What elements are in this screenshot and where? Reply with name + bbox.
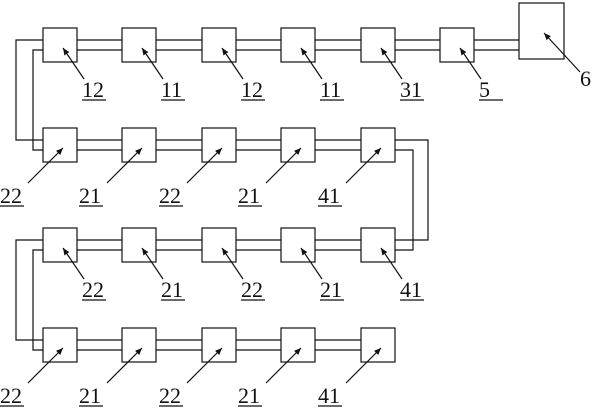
- leader-r3-c5: [380, 247, 403, 280]
- callout-label-r3-c4: 21: [320, 277, 342, 302]
- leader-r2-c4: [265, 147, 302, 184]
- unit-box-r1-c5: [360, 27, 396, 63]
- unit-box-r2-c2: [121, 127, 157, 163]
- unit-box-r1-c4: [280, 27, 316, 63]
- leader-r4-c4: [265, 347, 302, 384]
- leader-r4-c2: [106, 347, 143, 384]
- callout-label-r1-c1: 12: [82, 77, 104, 102]
- unit-box-r4-c4: [280, 327, 316, 363]
- unit-box-r3-c1: [42, 227, 78, 263]
- callout-label-r2-c4: 21: [238, 183, 260, 208]
- callout-label-r1-c5: 31: [400, 77, 422, 102]
- callout-label-r1-c6: 5: [479, 77, 490, 102]
- units: [42, 2, 565, 363]
- unit-box-r2-c5: [360, 127, 396, 163]
- pipe-left-outer-3: [15, 239, 43, 341]
- leader-r1-c4: [300, 47, 323, 80]
- leader-r3-c3: [221, 247, 244, 280]
- callout-label-r3-c3: 22: [241, 277, 263, 302]
- callout-label-r2-c1: 22: [0, 183, 22, 208]
- unit-box-r1-c2: [121, 27, 157, 63]
- unit-box-r4-c3: [201, 327, 237, 363]
- leader-r2-c1: [27, 147, 64, 184]
- leader-r1-c6: [459, 47, 482, 80]
- unit-box-r2-c3: [201, 127, 237, 163]
- unit-box-r2-c4: [280, 127, 316, 163]
- unit-box-r2-c1: [42, 127, 78, 163]
- leader-r2-c2: [106, 147, 143, 184]
- leader-r2-c3: [186, 147, 223, 184]
- pipe-left-inner-3: [32, 249, 43, 351]
- callout-label-r2-c3: 22: [159, 183, 181, 208]
- leader-r2-c5: [345, 147, 382, 184]
- unit-box-r3-c2: [121, 227, 157, 263]
- leader-r3-c4: [300, 247, 323, 280]
- leader-r1-c1: [62, 47, 85, 80]
- leader-r1-c2: [141, 47, 164, 80]
- unit-box-r1-c1: [42, 27, 78, 63]
- callout-label-r1-c2: 11: [161, 77, 182, 102]
- leader-r4-c5: [345, 347, 382, 384]
- unit-box-r3-c3: [201, 227, 237, 263]
- unit-box-r3-c4: [280, 227, 316, 263]
- leader-6: [543, 32, 581, 73]
- callout-label-r4-c5: 41: [318, 383, 340, 408]
- callout-label-r4-c3: 22: [159, 383, 181, 408]
- pipe-right-outer-2: [395, 139, 429, 241]
- leader-r1-c5: [380, 47, 403, 80]
- pipe-left-outer-1: [15, 39, 43, 141]
- callout-label-r3-c2: 21: [161, 277, 183, 302]
- leader-r4-c3: [186, 347, 223, 384]
- callout-label-r4-c1: 22: [0, 383, 22, 408]
- leader-r3-c2: [141, 247, 164, 280]
- callout-label-r1-c3: 12: [241, 77, 263, 102]
- pipe-right-inner-2: [395, 149, 414, 251]
- callout-label-r2-c2: 21: [79, 183, 101, 208]
- leader-r1-c3: [221, 47, 244, 80]
- unit-box-r1-c6: [439, 27, 475, 63]
- unit-box-r3-c5: [360, 227, 396, 263]
- unit-box-r4-c5: [360, 327, 396, 363]
- callout-label-r4-c2: 21: [79, 383, 101, 408]
- unit-box-6: [518, 2, 565, 60]
- callout-label-r4-c4: 21: [238, 383, 260, 408]
- callouts: 12 11 12 11 31 5 22 21 22 21 41 22 21 22 21 41 22 21 22 21 4…: [0, 32, 591, 408]
- callout-label-r3-c5: 41: [400, 277, 422, 302]
- unit-box-r4-c2: [121, 327, 157, 363]
- pipe-left-inner-1: [32, 49, 43, 151]
- leader-r4-c1: [27, 347, 64, 384]
- callout-label-r1-c4: 11: [320, 77, 341, 102]
- callout-label-r3-c1: 22: [82, 277, 104, 302]
- leader-r3-c1: [62, 247, 85, 280]
- unit-box-r1-c3: [201, 27, 237, 63]
- callout-label-r2-c5: 41: [318, 183, 340, 208]
- callout-label-6: 6: [580, 66, 591, 91]
- unit-box-r4-c1: [42, 327, 78, 363]
